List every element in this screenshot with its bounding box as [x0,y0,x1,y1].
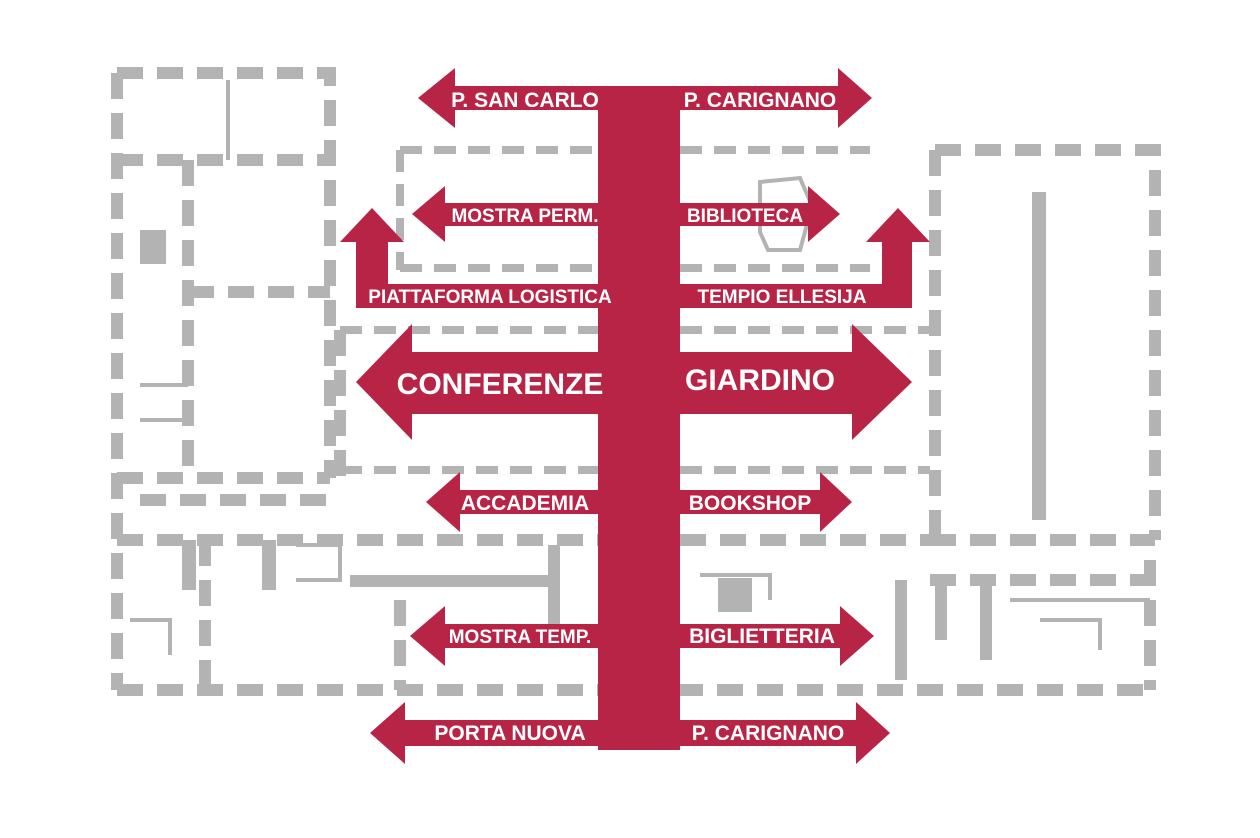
arrow-giardino [680,324,912,440]
arrow-p-carignano-top [680,68,872,128]
arrow-porta-nuova [370,702,600,764]
arrow-tempio-ellesija [680,208,930,308]
label-conferenze: CONFERENZE [397,368,604,401]
label-p-carignano-top: P. CARIGNANO [684,89,836,112]
arrow-p-carignano-bottom [680,702,890,764]
label-mostra-perm: MOSTRA PERM. [451,206,598,227]
label-porta-nuova: PORTA NUOVA [434,722,585,745]
arrow-piattaforma-logistica [340,208,600,308]
floor-plan-walls [111,67,1161,696]
arrow-accademia [426,472,600,532]
main-corridor-spine [598,86,680,750]
label-p-carignano-bottom: P. CARIGNANO [692,722,844,745]
arrow-p-san-carlo [418,68,600,128]
label-mostra-temp: MOSTRA TEMP. [449,627,592,648]
arrow-mostra-perm [412,186,600,242]
arrow-bookshop [680,472,852,532]
label-piattaforma-logistica: PIATTAFORMA LOGISTICA [368,287,612,308]
arrow-conferenze [356,324,600,440]
arrow-biblioteca [680,186,840,242]
arrow-biglietteria [680,606,874,666]
label-bookshop: BOOKSHOP [689,492,812,515]
label-biglietteria: BIGLIETTERIA [689,625,835,648]
arrow-mostra-temp [410,606,600,666]
label-accademia: ACCADEMIA [461,492,589,515]
label-p-san-carlo: P. SAN CARLO [451,89,599,112]
label-biblioteca: BIBLIOTECA [687,206,803,227]
label-giardino: GIARDINO [685,364,835,397]
label-tempio-ellesija: TEMPIO ELLESIJA [698,287,867,308]
